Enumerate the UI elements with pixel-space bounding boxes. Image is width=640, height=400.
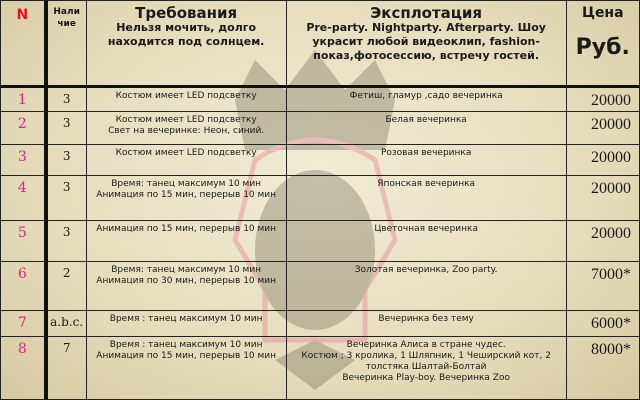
table-row: 2 3 Костюм имеет LED подсветку Свет на веч… bbox=[0, 110, 640, 145]
row-requirements: Костюм имеет LED подсветку Свет на вечер… bbox=[108, 114, 265, 136]
row-usage: Золотая вечеринка, Zoo party. bbox=[354, 265, 498, 276]
row-requirements: Костюм имеет LED подсветку bbox=[115, 147, 257, 158]
row-usage: Белая вечеринка bbox=[385, 114, 467, 125]
row-availability: 3 bbox=[62, 179, 71, 194]
header-usage-note: Pre-party. Nightparty. Afterparty. Шоу у… bbox=[306, 21, 546, 62]
header-currency: Руб. bbox=[575, 35, 630, 60]
row-usage: Розовая вечеринка bbox=[380, 147, 472, 158]
row-requirements: Время: танец максимум 10 мин Анимация по… bbox=[96, 178, 277, 200]
row-number: 8 bbox=[17, 340, 27, 357]
row-usage: Цветочная вечеринка bbox=[374, 224, 478, 235]
row-price: 20000 bbox=[591, 92, 631, 110]
header-requirements-note: Нельзя мочить, долго находится под солнц… bbox=[107, 21, 265, 48]
row-number: 3 bbox=[17, 148, 27, 165]
header-row: N Нали чие Требования Нельзя мочить, дол… bbox=[0, 0, 640, 89]
table-row: 5 3 Анимация по 15 мин, перерыв 10 мин Цвет… bbox=[0, 220, 640, 263]
row-requirements: Анимация по 15 мин, перерыв 10 мин bbox=[96, 224, 277, 235]
row-number: 2 bbox=[17, 115, 27, 132]
row-availability: 3 bbox=[62, 148, 71, 163]
row-number: 4 bbox=[17, 179, 27, 196]
row-requirements: Время: танец максимум 10 мин Анимация по… bbox=[96, 265, 277, 287]
header-n: N bbox=[16, 7, 29, 23]
row-availability: 3 bbox=[62, 92, 71, 107]
row-availability: a.b.c. bbox=[50, 314, 84, 329]
header-usage: Эксплотация bbox=[370, 4, 483, 22]
header-availability: Нали чие bbox=[53, 7, 80, 29]
table-row: 1 3 Костюм имеет LED подсветку Фетиш, гламу… bbox=[0, 86, 640, 112]
row-usage: Вечеринка Алиса в стране чудес. Костюм ;… bbox=[301, 339, 551, 383]
row-availability: 3 bbox=[62, 225, 71, 240]
header-price: Цена bbox=[581, 5, 624, 21]
row-number: 6 bbox=[17, 266, 27, 283]
row-number: 5 bbox=[17, 225, 27, 242]
row-price: 8000* bbox=[591, 340, 631, 358]
row-usage: Фетиш, гламур ,садо вечеринка bbox=[349, 91, 503, 102]
table-row: 6 2 Время: танец максимум 10 мин Анимация … bbox=[0, 261, 640, 311]
row-requirements: Время : танец максимум 10 мин bbox=[109, 313, 263, 324]
row-availability: 3 bbox=[62, 115, 71, 130]
row-number: 7 bbox=[17, 314, 27, 331]
row-price: 6000* bbox=[591, 314, 631, 332]
row-price: 20000 bbox=[591, 148, 631, 166]
table-row: 8 7 Время : танец максимум 10 мин Анимация… bbox=[0, 335, 640, 400]
row-price: 20000 bbox=[591, 179, 631, 197]
table-row: 4 3 Время: танец максимум 10 мин Анимация … bbox=[0, 174, 640, 222]
row-price: 20000 bbox=[591, 115, 631, 133]
row-price: 20000 bbox=[591, 225, 631, 243]
table-row: 7 a.b.c. Время : танец максимум 10 мин Вече… bbox=[0, 309, 640, 337]
row-number: 1 bbox=[17, 92, 27, 109]
header-requirements: Требования bbox=[135, 4, 238, 22]
table-row: 3 3 Костюм имеет LED подсветку Розовая вече… bbox=[0, 143, 640, 176]
row-usage: Вечеринка без тему bbox=[378, 313, 474, 324]
row-usage: Японская вечеринка bbox=[377, 178, 476, 189]
row-price: 7000* bbox=[591, 266, 631, 284]
row-requirements: Время : танец максимум 10 мин Анимация п… bbox=[96, 339, 277, 361]
row-requirements: Костюм имеет LED подсветку bbox=[115, 91, 257, 102]
row-availability: 7 bbox=[62, 340, 71, 355]
row-availability: 2 bbox=[62, 266, 71, 281]
